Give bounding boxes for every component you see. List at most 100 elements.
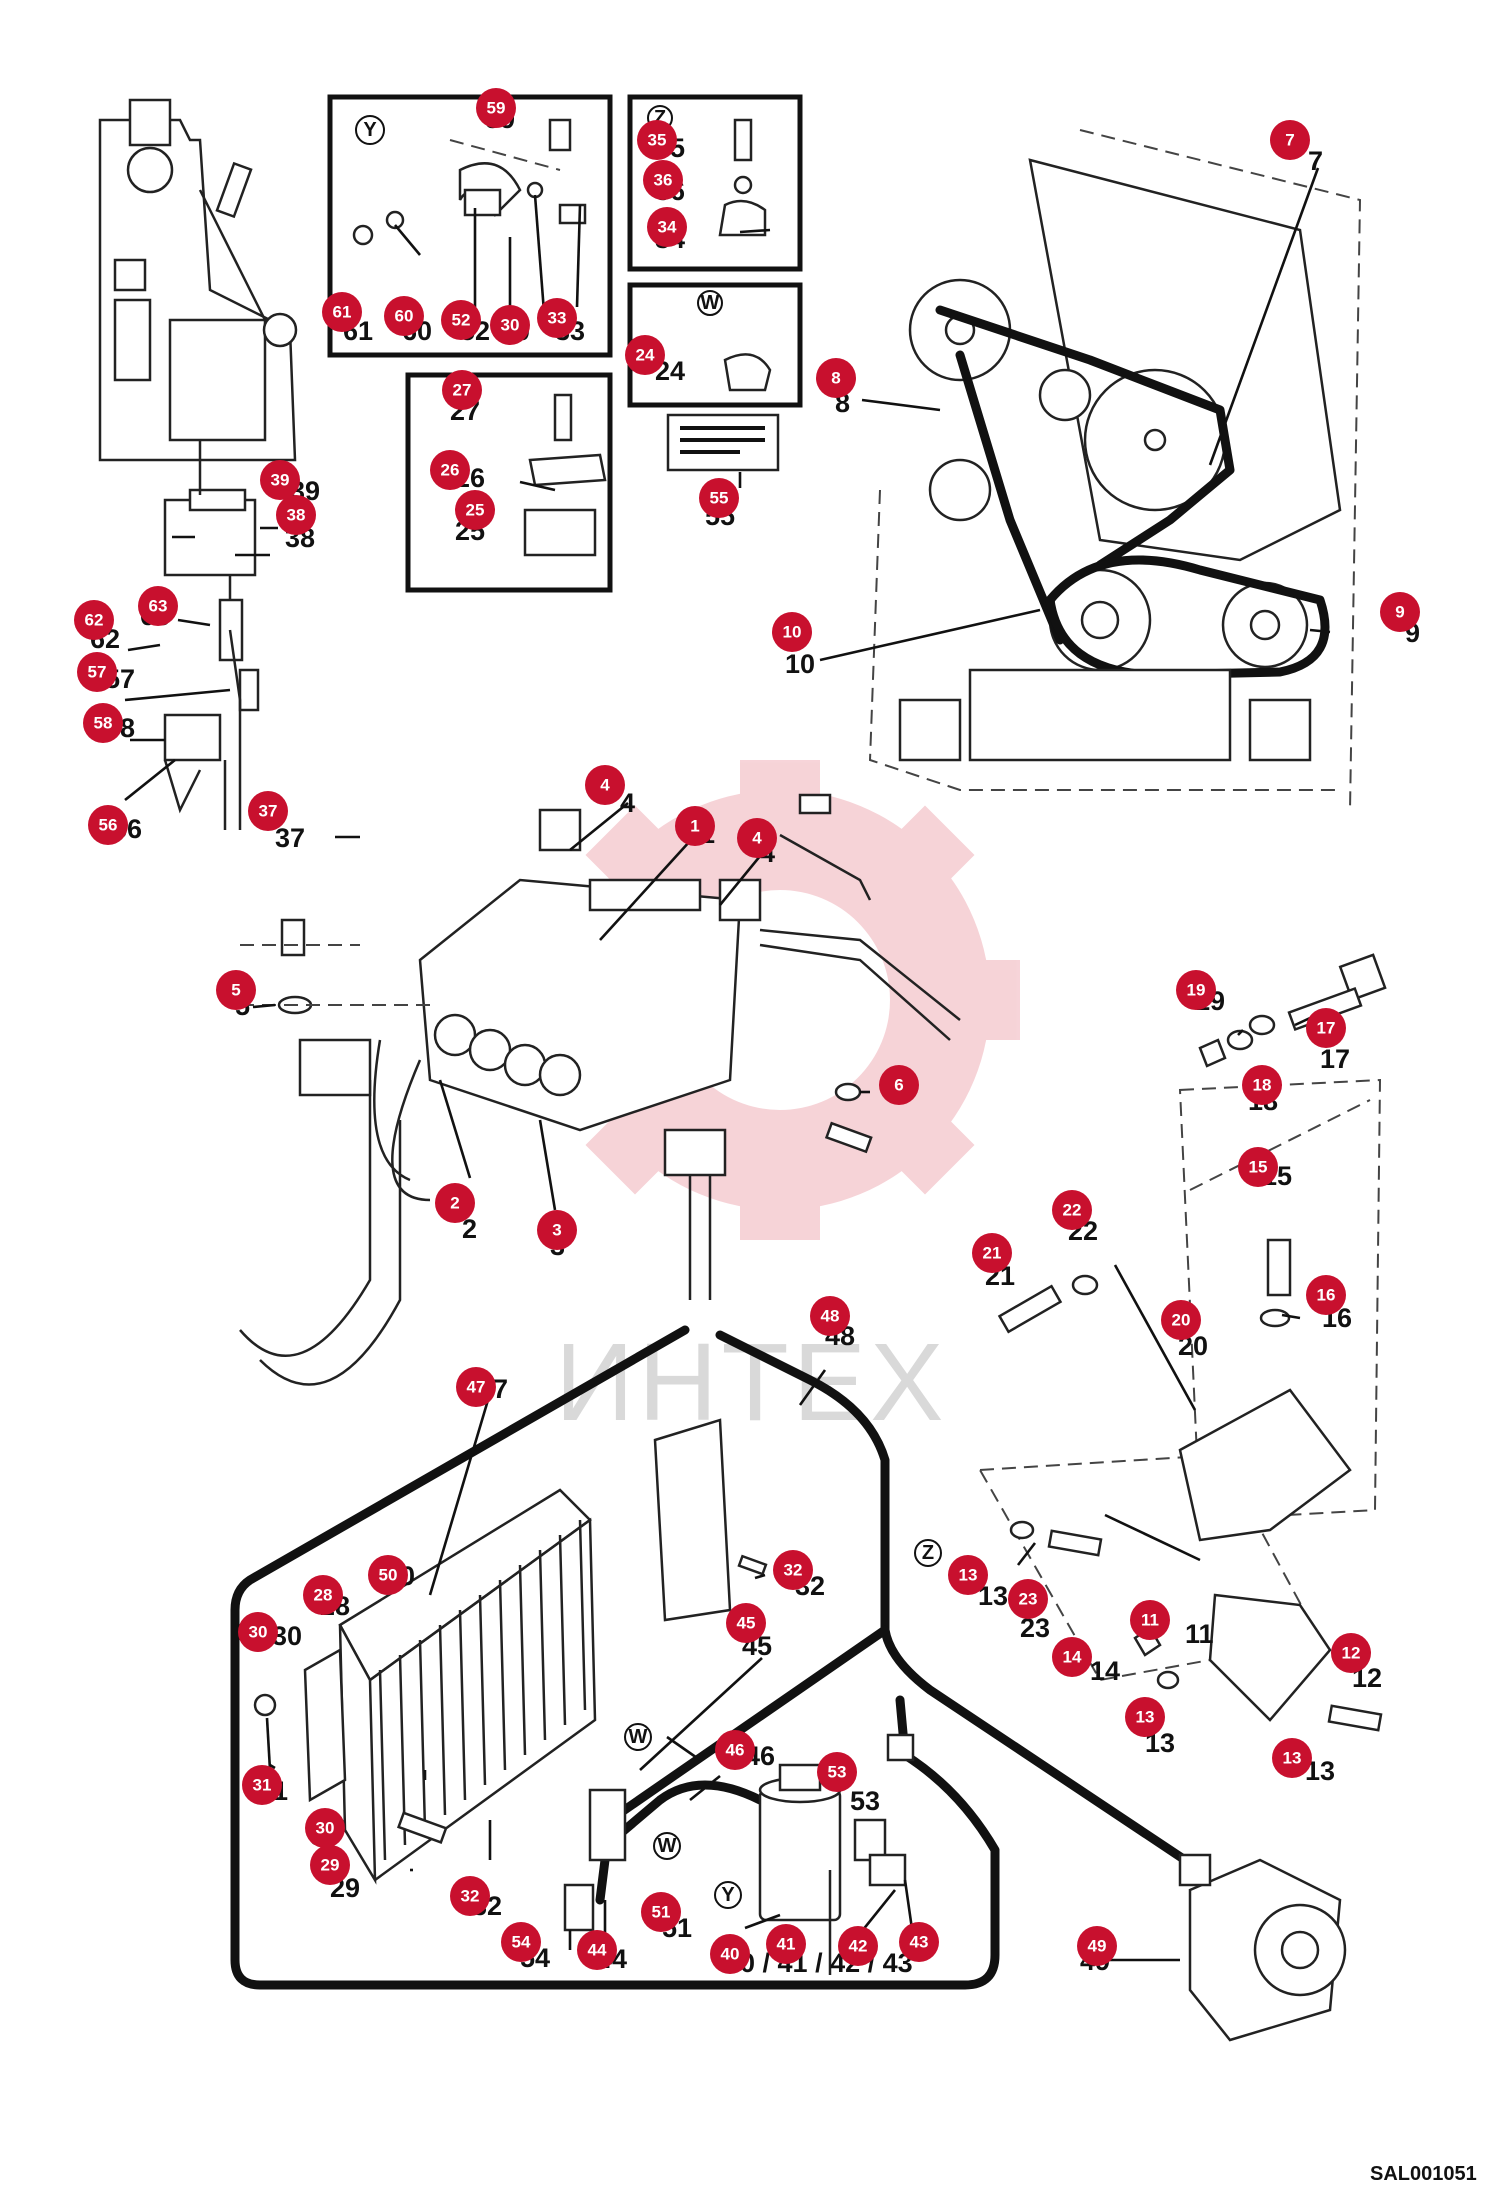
callout-26: 26 bbox=[430, 450, 470, 490]
svg-text:52: 52 bbox=[452, 311, 471, 330]
callout-7: 7 bbox=[1270, 120, 1310, 160]
callout-21: 21 bbox=[972, 1233, 1012, 1273]
svg-text:41: 41 bbox=[777, 1935, 796, 1954]
callout-17: 17 bbox=[1306, 1008, 1346, 1048]
svg-text:29: 29 bbox=[321, 1856, 340, 1875]
callout-32b: 32 bbox=[450, 1876, 490, 1916]
callout-42: 42 bbox=[838, 1926, 878, 1966]
svg-text:47: 47 bbox=[467, 1378, 486, 1397]
svg-text:Z: Z bbox=[922, 1542, 934, 1564]
control-panel bbox=[98, 98, 298, 462]
callout-43: 43 bbox=[899, 1922, 939, 1962]
svg-text:9: 9 bbox=[1395, 603, 1404, 622]
svg-text:21: 21 bbox=[983, 1244, 1002, 1263]
callout-badges: 1 2 3 4 4 5 6 7 8 9 10 11 12 13 13 13 14… bbox=[74, 88, 1420, 1974]
svg-text:23: 23 bbox=[1019, 1590, 1038, 1609]
svg-text:36: 36 bbox=[654, 171, 673, 190]
callout-40: 40 bbox=[710, 1934, 750, 1974]
svg-text:63: 63 bbox=[149, 597, 168, 616]
callout-13b: 13 bbox=[1125, 1697, 1165, 1737]
svg-text:46: 46 bbox=[726, 1741, 745, 1760]
svg-text:Y: Y bbox=[363, 119, 377, 141]
svg-text:W: W bbox=[629, 1726, 648, 1748]
callout-52: 52 bbox=[441, 300, 481, 340]
svg-text:53: 53 bbox=[828, 1763, 847, 1782]
callout-54: 54 bbox=[501, 1922, 541, 1962]
svg-text:55: 55 bbox=[710, 489, 729, 508]
svg-text:59: 59 bbox=[487, 99, 506, 118]
callout-46: 46 bbox=[715, 1730, 755, 1770]
callout-22: 22 bbox=[1052, 1190, 1092, 1230]
callout-16: 16 bbox=[1306, 1275, 1346, 1315]
callout-32a: 32 bbox=[773, 1550, 813, 1590]
callout-15: 15 bbox=[1238, 1147, 1278, 1187]
svg-text:62: 62 bbox=[85, 611, 104, 630]
callout-35: 35 bbox=[637, 120, 677, 160]
callout-63: 63 bbox=[138, 586, 178, 626]
svg-text:37: 37 bbox=[275, 823, 305, 853]
svg-text:54: 54 bbox=[512, 1933, 531, 1952]
callout-8: 8 bbox=[816, 358, 856, 398]
heater-unit bbox=[239, 793, 961, 1386]
hose-fittings bbox=[563, 1733, 915, 1932]
callout-19: 19 bbox=[1176, 970, 1216, 1010]
callout-27: 27 bbox=[442, 370, 482, 410]
callout-18: 18 bbox=[1242, 1065, 1282, 1105]
svg-text:10: 10 bbox=[785, 649, 815, 679]
svg-text:39: 39 bbox=[271, 471, 290, 490]
watermark-text: ИНТЕХ bbox=[555, 1321, 947, 1444]
callout-3: 3 bbox=[537, 1210, 577, 1250]
callout-37: 37 bbox=[248, 791, 288, 831]
callout-45: 45 bbox=[726, 1603, 766, 1643]
svg-text:53: 53 bbox=[850, 1786, 880, 1816]
callout-12: 12 bbox=[1331, 1633, 1371, 1673]
svg-text:40: 40 bbox=[721, 1945, 740, 1964]
marker-y-drier: Y bbox=[714, 1881, 742, 1909]
callout-11: 11 bbox=[1130, 1600, 1170, 1640]
callout-57: 57 bbox=[77, 652, 117, 692]
svg-text:42: 42 bbox=[849, 1937, 868, 1956]
svg-text:10: 10 bbox=[783, 623, 802, 642]
callout-29: 29 bbox=[310, 1845, 350, 1885]
callout-13a: 13 bbox=[948, 1555, 988, 1595]
svg-text:15: 15 bbox=[1249, 1158, 1268, 1177]
svg-text:17: 17 bbox=[1320, 1044, 1350, 1074]
callout-30a: 30 bbox=[238, 1612, 278, 1652]
svg-text:3: 3 bbox=[552, 1221, 561, 1240]
compressor bbox=[1178, 1853, 1347, 2042]
callout-59: 59 bbox=[476, 88, 516, 128]
callout-50: 50 bbox=[368, 1555, 408, 1595]
svg-text:28: 28 bbox=[314, 1586, 333, 1605]
marker-w-hose-2: W bbox=[653, 1832, 681, 1860]
callout-36: 36 bbox=[643, 160, 683, 200]
svg-text:24: 24 bbox=[636, 346, 655, 365]
condenser bbox=[253, 1488, 597, 1885]
svg-text:11: 11 bbox=[1185, 1619, 1214, 1649]
svg-text:34: 34 bbox=[658, 218, 677, 237]
decal-55 bbox=[666, 413, 780, 472]
svg-text:35: 35 bbox=[648, 131, 667, 150]
svg-text:40 / 41 / 42 / 43: 40 / 41 / 42 / 43 bbox=[725, 1948, 913, 1978]
svg-text:W: W bbox=[701, 292, 720, 314]
callout-44: 44 bbox=[577, 1930, 617, 1970]
callout-2: 2 bbox=[435, 1183, 475, 1223]
callout-38: 38 bbox=[276, 495, 316, 535]
svg-text:48: 48 bbox=[821, 1307, 840, 1326]
callout-20: 20 bbox=[1161, 1300, 1201, 1340]
bracket-plate bbox=[653, 1418, 768, 1622]
svg-text:49: 49 bbox=[1088, 1937, 1107, 1956]
callout-30b: 30 bbox=[305, 1808, 345, 1848]
svg-text:51: 51 bbox=[652, 1903, 671, 1922]
svg-text:6: 6 bbox=[894, 1076, 903, 1095]
svg-text:19: 19 bbox=[1187, 981, 1206, 1000]
svg-text:30: 30 bbox=[249, 1623, 268, 1642]
callout-4a: 4 bbox=[585, 765, 625, 805]
svg-text:30: 30 bbox=[316, 1819, 335, 1838]
callout-41: 41 bbox=[766, 1924, 806, 1964]
svg-text:13: 13 bbox=[1136, 1708, 1155, 1727]
svg-text:7: 7 bbox=[1285, 131, 1294, 150]
svg-text:57: 57 bbox=[88, 663, 107, 682]
callout-55: 55 bbox=[699, 478, 739, 518]
receiver-drier bbox=[758, 1763, 907, 1975]
